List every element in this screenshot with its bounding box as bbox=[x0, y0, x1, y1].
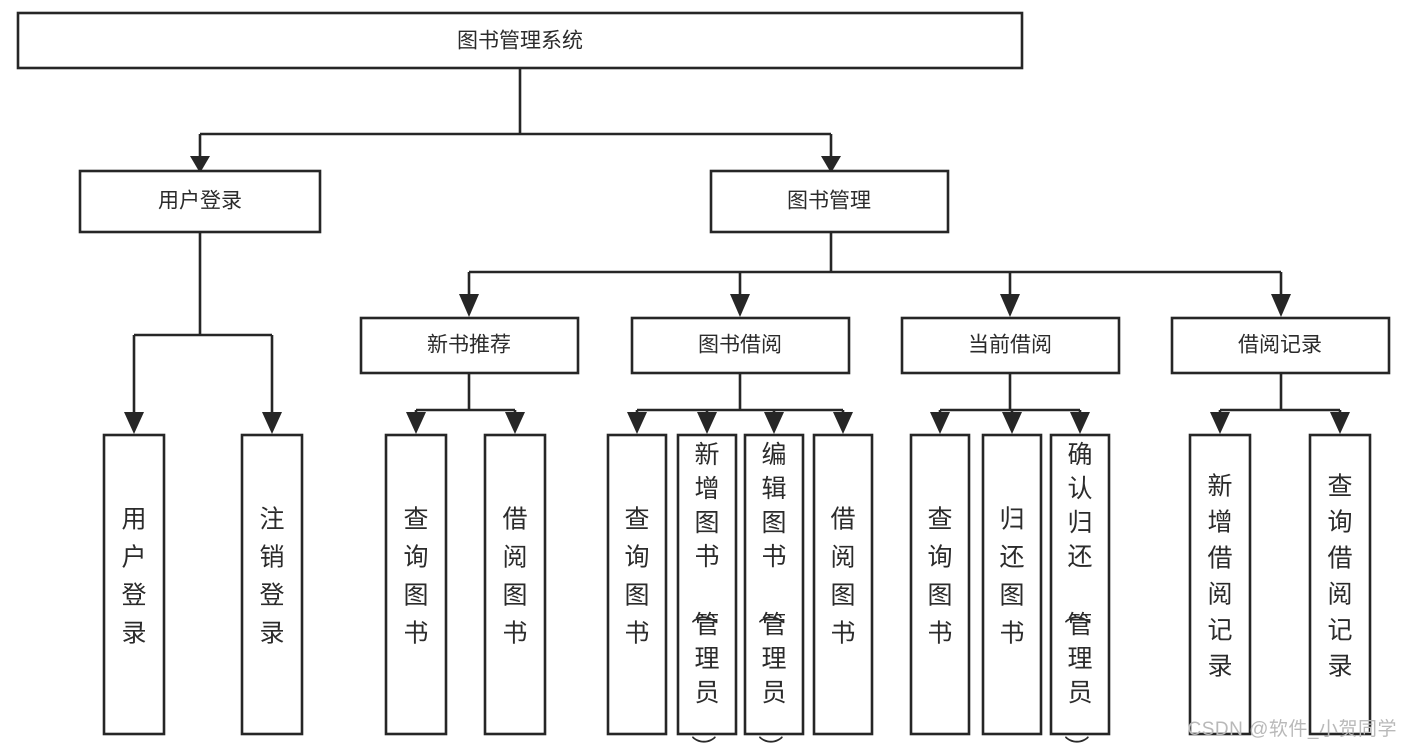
leaf-node-label: 借阅图书 bbox=[502, 506, 527, 648]
leaf-node-box[interactable] bbox=[812, 433, 874, 736]
edge-userlogin-trunk bbox=[132, 232, 274, 416]
edge-record-trunk bbox=[1218, 373, 1342, 418]
edge-borrow-trunk bbox=[635, 373, 845, 418]
edge-root-trunk bbox=[198, 68, 833, 158]
leaf-node[interactable]: 注销登录 bbox=[240, 433, 304, 736]
node-new-book-recommend[interactable]: 新书推荐 bbox=[359, 316, 580, 375]
node-borrow-record-label: 借阅记录 bbox=[1238, 334, 1322, 357]
node-book-management-label: 图书管理 bbox=[787, 190, 871, 213]
arrowhead-bb-leaf-2 bbox=[697, 412, 717, 434]
leaf-node-label: 新增借阅记录 bbox=[1207, 473, 1232, 681]
node-book-borrow-box[interactable] bbox=[630, 316, 851, 375]
leaf-node-layer: 用户登录 注销登录 查询图书 借阅图书 查询图书 新增图书（管理员） 编辑图书（管理员） 借阅… bbox=[102, 433, 1372, 747]
leaf-node[interactable]: 借阅图书 bbox=[483, 433, 547, 736]
leaf-node-box[interactable] bbox=[606, 433, 668, 736]
leaf-node-label: 编辑图书（管理员） bbox=[755, 441, 786, 747]
leaf-node[interactable]: 编辑图书（管理员） bbox=[743, 433, 805, 747]
node-current-borrow-label: 当前借阅 bbox=[968, 334, 1052, 357]
arrowhead-book-borrow bbox=[730, 294, 750, 317]
node-current-borrow[interactable]: 当前借阅 bbox=[900, 316, 1121, 375]
leaf-node[interactable]: 借阅图书 bbox=[812, 433, 874, 736]
node-user-login[interactable]: 用户登录 bbox=[78, 169, 322, 234]
leaf-node-box[interactable] bbox=[743, 433, 805, 736]
node-borrow-record[interactable]: 借阅记录 bbox=[1170, 316, 1391, 375]
leaf-node-box[interactable] bbox=[1308, 433, 1372, 736]
arrowhead-current-borrow bbox=[1000, 294, 1020, 317]
leaf-node-box[interactable] bbox=[981, 433, 1043, 736]
arrowhead-nb-leaf-2 bbox=[505, 412, 525, 434]
leaf-node-label: 查询借阅记录 bbox=[1327, 473, 1352, 681]
leaf-node-label: 借阅图书 bbox=[830, 506, 855, 648]
leaf-node-box[interactable] bbox=[1049, 433, 1111, 736]
connector-layer bbox=[124, 68, 1350, 434]
leaf-node-box[interactable] bbox=[483, 433, 547, 736]
leaf-node-label: 确认归还（管理员） bbox=[1061, 441, 1092, 747]
leaf-node-box[interactable] bbox=[384, 433, 448, 736]
edge-newbook-trunk bbox=[414, 373, 517, 418]
leaf-node-label: 新增图书（管理员） bbox=[688, 441, 719, 747]
node-user-login-label: 用户登录 bbox=[158, 190, 242, 213]
node-new-book-recommend-box[interactable] bbox=[359, 316, 580, 375]
arrowhead-bb-leaf-1 bbox=[627, 412, 647, 434]
leaf-node[interactable]: 归还图书 bbox=[981, 433, 1043, 736]
arrowhead-cb-leaf-1 bbox=[930, 412, 950, 434]
leaf-node[interactable]: 查询图书 bbox=[606, 433, 668, 736]
arrowhead-br-leaf-1 bbox=[1210, 412, 1230, 434]
arrowhead-br-leaf-2 bbox=[1330, 412, 1350, 434]
leaf-node[interactable]: 用户登录 bbox=[102, 433, 166, 736]
leaf-node-label: 查询图书 bbox=[927, 506, 952, 648]
edge-current-trunk bbox=[938, 373, 1082, 418]
leaf-node[interactable]: 新增借阅记录 bbox=[1188, 433, 1252, 736]
leaf-node-label: 查询图书 bbox=[403, 506, 428, 648]
arrowhead-user-login bbox=[190, 156, 210, 173]
leaf-node[interactable]: 查询借阅记录 bbox=[1308, 433, 1372, 736]
leaf-node[interactable]: 确认归还（管理员） bbox=[1049, 433, 1111, 747]
arrowhead-bb-leaf-4 bbox=[833, 412, 853, 434]
node-book-management-box[interactable] bbox=[709, 169, 950, 234]
arrowhead-nb-leaf-1 bbox=[406, 412, 426, 434]
leaf-node-box[interactable] bbox=[240, 433, 304, 736]
arrowhead-book-mgmt bbox=[821, 156, 841, 173]
node-root[interactable]: 图书管理系统 bbox=[16, 11, 1024, 70]
leaf-node[interactable]: 新增图书（管理员） bbox=[676, 433, 738, 747]
node-book-borrow[interactable]: 图书借阅 bbox=[630, 316, 851, 375]
leaf-node-label: 查询图书 bbox=[624, 506, 649, 648]
arrowhead-cb-leaf-2 bbox=[1002, 412, 1022, 434]
leaf-node-label: 归还图书 bbox=[999, 506, 1024, 648]
leaf-node-label: 注销登录 bbox=[259, 506, 284, 648]
node-book-management[interactable]: 图书管理 bbox=[709, 169, 950, 234]
arrowhead-new-book-rec bbox=[459, 294, 479, 317]
arrowhead-leaf-user-login bbox=[124, 412, 144, 434]
leaf-node[interactable]: 查询图书 bbox=[384, 433, 448, 736]
leaf-node-box[interactable] bbox=[102, 433, 166, 736]
node-current-borrow-box[interactable] bbox=[900, 316, 1121, 375]
node-borrow-record-box[interactable] bbox=[1170, 316, 1391, 375]
leaf-node-box[interactable] bbox=[1188, 433, 1252, 736]
leaf-node-label: 用户登录 bbox=[121, 506, 146, 648]
arrowhead-borrow-record bbox=[1271, 294, 1291, 317]
leaf-node-box[interactable] bbox=[676, 433, 738, 736]
edge-bookmgmt-trunk bbox=[467, 232, 1283, 298]
node-root-label: 图书管理系统 bbox=[457, 30, 583, 53]
node-root-box[interactable] bbox=[16, 11, 1024, 70]
leaf-node-box[interactable] bbox=[909, 433, 971, 736]
arrowhead-leaf-logout bbox=[262, 412, 282, 434]
leaf-node[interactable]: 查询图书 bbox=[909, 433, 971, 736]
node-book-borrow-label: 图书借阅 bbox=[698, 334, 782, 357]
arrowhead-cb-leaf-3 bbox=[1070, 412, 1090, 434]
node-user-login-box[interactable] bbox=[78, 169, 322, 234]
arrowhead-bb-leaf-3 bbox=[764, 412, 784, 434]
node-new-book-recommend-label: 新书推荐 bbox=[427, 334, 511, 357]
